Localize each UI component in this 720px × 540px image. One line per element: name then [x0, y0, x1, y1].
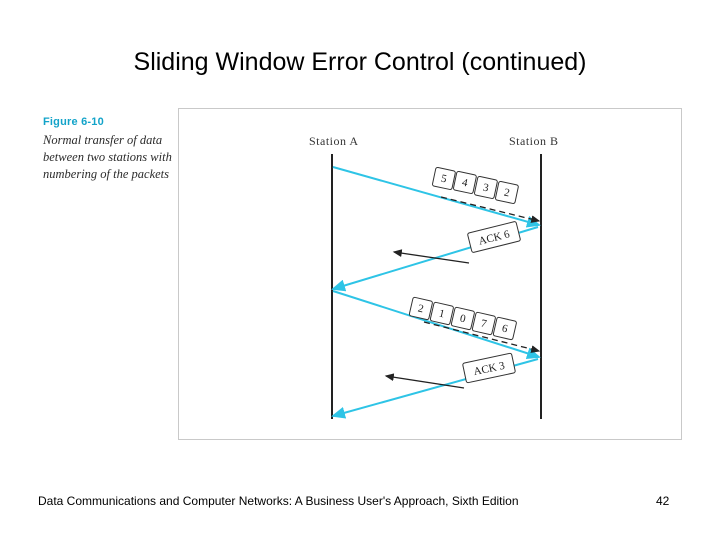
packet-label: 3 — [482, 182, 490, 195]
packet-label: 0 — [459, 313, 468, 326]
packet-label: 2 — [417, 303, 425, 316]
figure-caption: Figure 6-10 Normal transfer of data betw… — [43, 116, 183, 183]
transfer-a-to-b-2: 2 1 0 7 6 — [332, 290, 541, 360]
footer-page-number: 42 — [656, 494, 670, 508]
station-a-label: Station A — [309, 134, 359, 148]
ack-group-2: ACK 3 — [462, 352, 516, 384]
figure-label: Figure 6-10 — [43, 116, 104, 128]
footer-text: Data Communications and Computer Network… — [38, 494, 519, 508]
packet-group-1: 5 4 3 2 — [432, 166, 519, 204]
packet-label: 2 — [503, 187, 511, 200]
station-b-label: Station B — [509, 134, 559, 148]
transfer-a-to-b-1: 5 4 3 2 — [332, 166, 541, 228]
page-title: Sliding Window Error Control (continued) — [133, 48, 587, 76]
dashed-arrow-1 — [440, 196, 541, 223]
diagram-svg: 5 4 3 2 ACK 6 — [331, 166, 541, 419]
ack-group-1: ACK 6 — [467, 221, 521, 253]
packet-label: 7 — [480, 318, 489, 331]
figure-description: Normal transfer of data between two stat… — [43, 133, 172, 181]
diagram-container: Station A Station B — [178, 108, 682, 440]
packet-label: 4 — [461, 177, 469, 190]
figure-area: Figure 6-10 Normal transfer of data betw… — [35, 107, 683, 447]
packet-label: 1 — [438, 308, 446, 321]
packet-label: 6 — [501, 323, 510, 336]
dashed-arrow-2 — [392, 249, 470, 264]
data-arrow-1 — [332, 166, 541, 228]
dashed-arrow-4 — [384, 373, 465, 389]
transfer-b-to-a-2: ACK 3 — [331, 352, 539, 419]
data-arrow-2 — [332, 290, 541, 360]
packet-group-2: 2 1 0 7 6 — [408, 296, 517, 341]
transfer-b-to-a-1: ACK 6 — [331, 221, 539, 292]
packet-label: 5 — [440, 173, 448, 186]
station-b-timeline — [540, 154, 542, 419]
